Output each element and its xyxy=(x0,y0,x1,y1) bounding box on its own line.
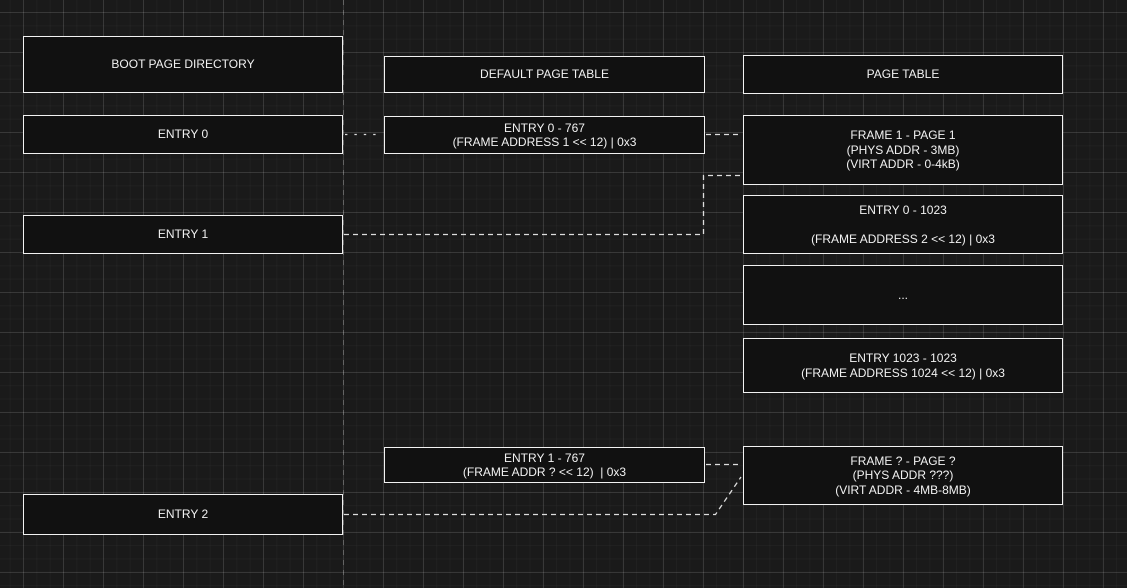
default-entry-1-767-label: ENTRY 1 - 767 (FRAME ADDR ? << 12) | 0x3 xyxy=(462,450,627,480)
frame-q-page-q-label: FRAME ? - PAGE ? (PHYS ADDR ???) (VIRT A… xyxy=(835,453,971,497)
box-page-table-header[interactable]: PAGE TABLE xyxy=(743,55,1063,94)
box-default-entry-0-767[interactable]: ENTRY 0 - 767 (FRAME ADDRESS 1 << 12) | … xyxy=(384,116,705,154)
boot-page-directory-header-label: BOOT PAGE DIRECTORY xyxy=(111,57,255,72)
boot-entry-1-label: ENTRY 1 xyxy=(157,227,209,242)
connector-entry1-to-frame1[interactable] xyxy=(344,174,741,236)
box-boot-entry-1[interactable]: ENTRY 1 xyxy=(23,215,343,254)
box-frame-q-page-q[interactable]: FRAME ? - PAGE ? (PHYS ADDR ???) (VIRT A… xyxy=(743,446,1063,505)
connector-entry2-to-frameq[interactable] xyxy=(344,476,742,516)
box-default-page-table-header[interactable]: DEFAULT PAGE TABLE xyxy=(384,56,705,93)
box-boot-entry-0[interactable]: ENTRY 0 xyxy=(23,115,343,154)
page-table-header-label: PAGE TABLE xyxy=(866,67,940,82)
box-default-entry-1-767[interactable]: ENTRY 1 - 767 (FRAME ADDR ? << 12) | 0x3 xyxy=(384,447,705,483)
page-break-line xyxy=(343,0,344,588)
pt-entry-0-1023-label: ENTRY 0 - 1023 (FRAME ADDRESS 2 << 12) |… xyxy=(811,202,995,246)
box-frame-1-page-1[interactable]: FRAME 1 - PAGE 1 (PHYS ADDR - 3MB) (VIRT… xyxy=(743,115,1063,185)
box-boot-entry-2[interactable]: ENTRY 2 xyxy=(23,494,343,535)
pt-ellipsis-label: ... xyxy=(897,287,908,302)
box-pt-entry-1023-1023[interactable]: ENTRY 1023 - 1023 (FRAME ADDRESS 1024 <<… xyxy=(743,338,1063,393)
pt-entry-1023-1023-label: ENTRY 1023 - 1023 (FRAME ADDRESS 1024 <<… xyxy=(801,351,1005,380)
boot-entry-2-label: ENTRY 2 xyxy=(157,507,209,522)
box-pt-ellipsis[interactable]: ... xyxy=(743,265,1063,325)
boot-entry-0-label: ENTRY 0 xyxy=(157,127,209,142)
default-entry-0-767-label: ENTRY 0 - 767 (FRAME ADDRESS 1 << 12) | … xyxy=(452,120,637,150)
frame-1-page-1-label: FRAME 1 - PAGE 1 (PHYS ADDR - 3MB) (VIRT… xyxy=(846,128,960,172)
default-page-table-header-label: DEFAULT PAGE TABLE xyxy=(480,67,609,82)
box-boot-page-directory-header[interactable]: BOOT PAGE DIRECTORY xyxy=(23,36,343,93)
box-pt-entry-0-1023[interactable]: ENTRY 0 - 1023 (FRAME ADDRESS 2 << 12) |… xyxy=(743,195,1063,254)
